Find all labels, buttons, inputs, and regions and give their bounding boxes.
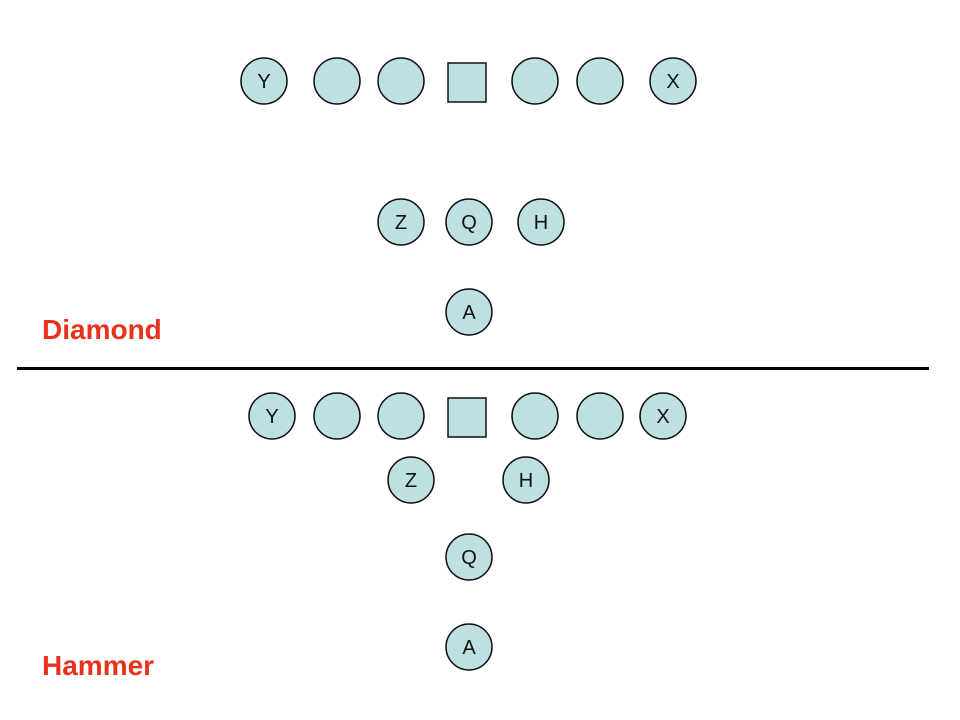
diamond-lineman-2	[313, 57, 361, 105]
player-circle-marker	[445, 623, 493, 671]
player-label: Z	[405, 470, 417, 492]
player-circle-marker	[313, 392, 361, 440]
hammer-lineman-3	[377, 392, 425, 440]
player-label: A	[462, 637, 476, 659]
diamond-player-h: H	[517, 198, 565, 246]
hammer-player-x: X	[639, 392, 687, 440]
player-label: Q	[461, 547, 477, 569]
player-circle-marker	[649, 57, 697, 105]
center-square-marker	[447, 62, 487, 103]
hammer-title: Hammer	[42, 650, 155, 681]
player-circle-marker	[639, 392, 687, 440]
diamond-player-q: Q	[445, 198, 493, 246]
hammer-lineman-5	[511, 392, 559, 440]
player-label: H	[519, 470, 533, 492]
player-circle-marker	[248, 392, 296, 440]
player-label: X	[666, 71, 679, 93]
hammer-player-h: H	[502, 456, 550, 504]
player-label: Y	[265, 406, 278, 428]
hammer-player-y: Y	[248, 392, 296, 440]
player-circle-marker	[387, 456, 435, 504]
player-circle-marker	[502, 456, 550, 504]
diamond-lineman-6	[576, 57, 624, 105]
player-circle-marker	[240, 57, 288, 105]
diamond-lineman-5	[511, 57, 559, 105]
section-divider	[17, 367, 929, 370]
diamond-player-z: Z	[377, 198, 425, 246]
hammer-player-a: A	[445, 623, 493, 671]
center-square-marker	[447, 397, 487, 438]
diamond-player-x: X	[649, 57, 697, 105]
player-circle-marker	[445, 533, 493, 581]
hammer-lineman-2	[313, 392, 361, 440]
diamond-title: Diamond	[42, 314, 162, 345]
player-circle-marker	[511, 392, 559, 440]
player-circle-marker	[377, 392, 425, 440]
diamond-player-a: A	[445, 288, 493, 336]
diamond-player-y: Y	[240, 57, 288, 105]
player-label: Y	[257, 71, 270, 93]
player-circle-marker	[517, 198, 565, 246]
player-label: A	[462, 302, 476, 324]
player-label: X	[656, 406, 669, 428]
player-circle-marker	[445, 288, 493, 336]
diamond-lineman-3	[377, 57, 425, 105]
player-label: Z	[395, 212, 407, 234]
player-circle-marker	[511, 57, 559, 105]
hammer-formation: Y X Z H Q A	[248, 392, 687, 671]
hammer-center-lineman	[447, 397, 487, 438]
diamond-formation: Y X Z Q H A	[240, 57, 697, 336]
player-circle-marker	[576, 392, 624, 440]
hammer-lineman-6	[576, 392, 624, 440]
hammer-player-z: Z	[387, 456, 435, 504]
hammer-player-q: Q	[445, 533, 493, 581]
player-circle-marker	[377, 57, 425, 105]
player-label: H	[534, 212, 548, 234]
player-circle-marker	[377, 198, 425, 246]
player-circle-marker	[313, 57, 361, 105]
player-circle-marker	[445, 198, 493, 246]
diamond-center-lineman	[447, 62, 487, 103]
player-label: Q	[461, 212, 477, 234]
player-circle-marker	[576, 57, 624, 105]
